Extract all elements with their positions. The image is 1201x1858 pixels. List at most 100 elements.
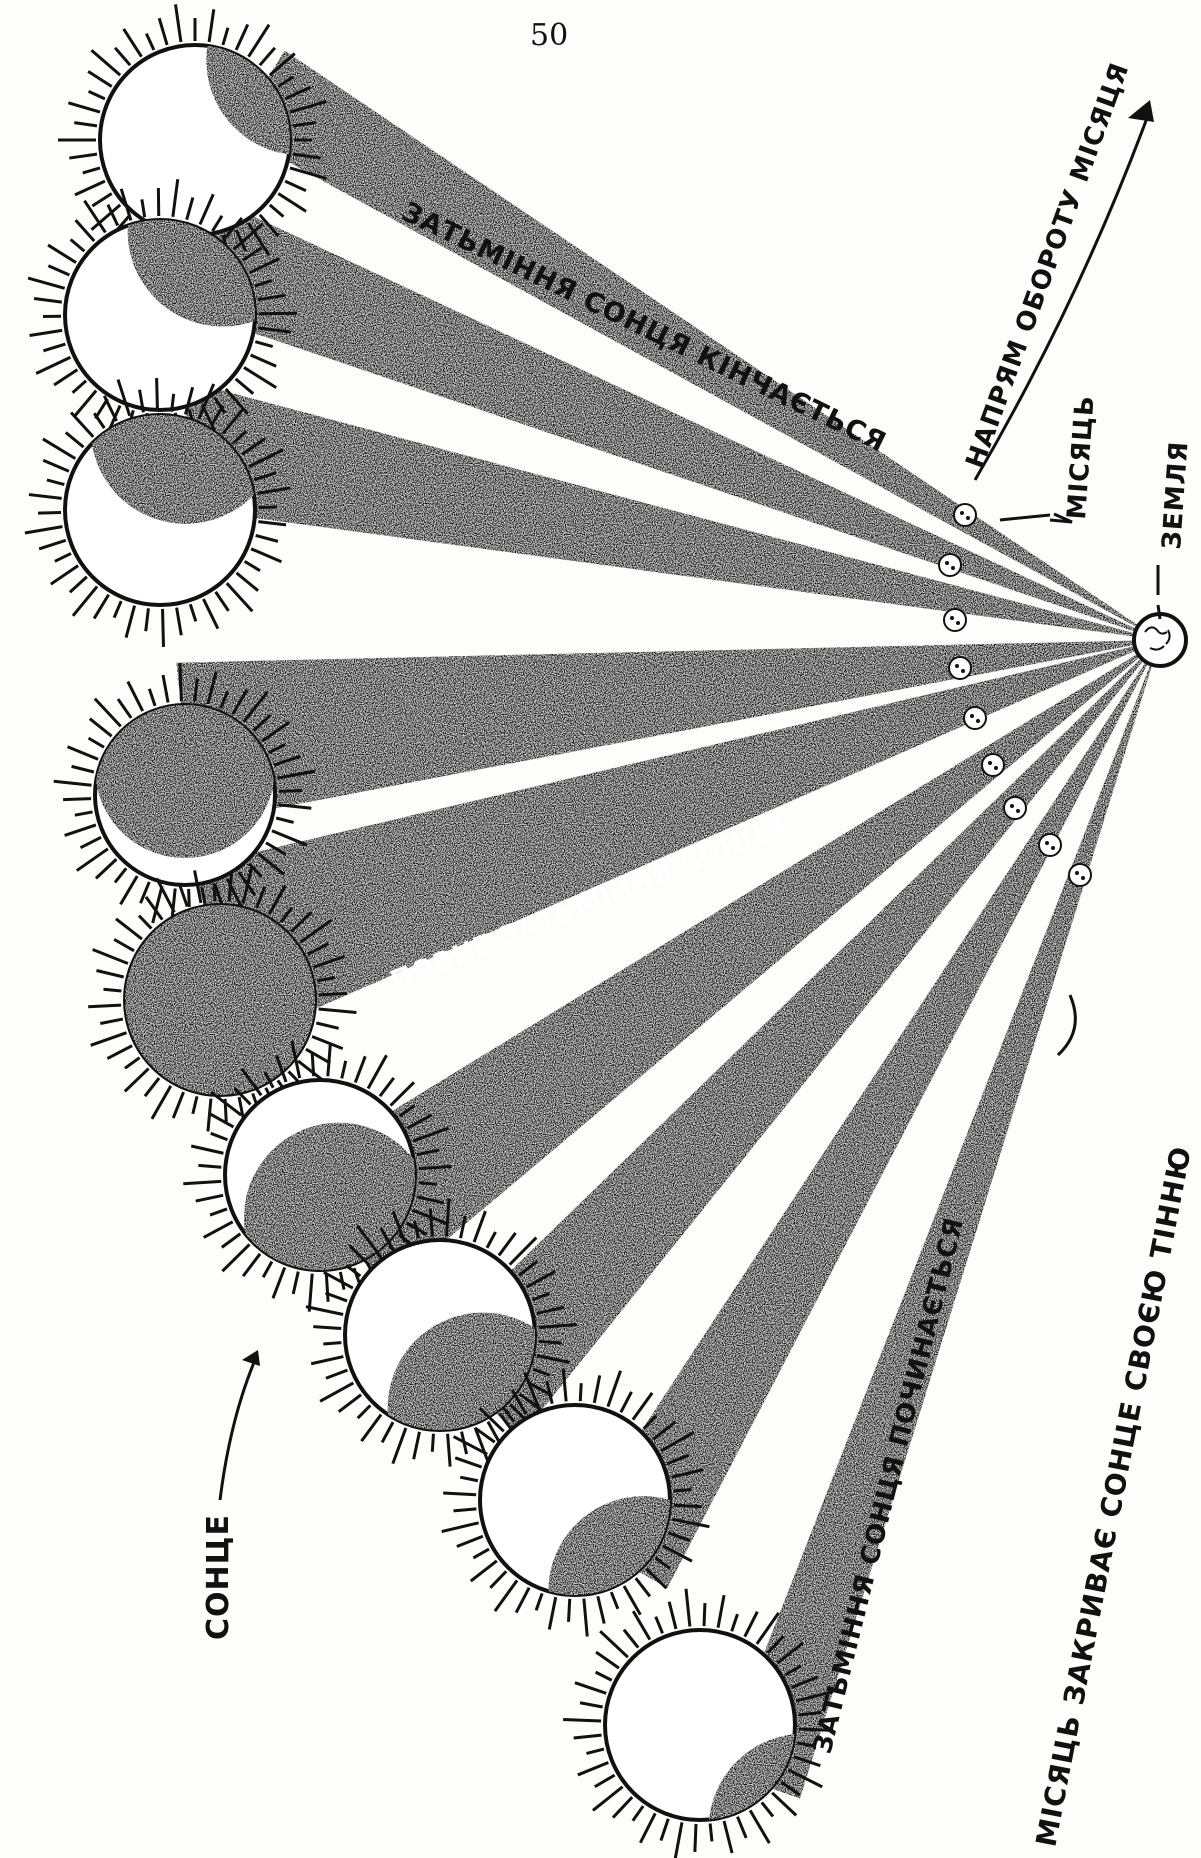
moon-crater xyxy=(1016,809,1020,813)
sun-ray xyxy=(718,1595,724,1627)
sun-ray xyxy=(724,1821,732,1853)
sun-ray xyxy=(118,699,131,718)
sun-ray xyxy=(473,1549,489,1558)
sun-ray xyxy=(569,1599,570,1622)
moon-crater xyxy=(1075,871,1079,875)
sun-ray xyxy=(312,1053,313,1076)
moon-crater xyxy=(988,761,992,765)
moon-1 xyxy=(954,504,976,526)
sun-ray xyxy=(732,1614,738,1631)
sun-ray xyxy=(163,609,164,647)
sun-ray xyxy=(89,738,105,747)
sun-ray xyxy=(76,220,95,241)
sun-ray xyxy=(68,747,99,760)
sun-ray xyxy=(750,1810,769,1843)
sun-ray xyxy=(94,595,109,619)
sun-ray xyxy=(474,1211,485,1242)
sun-ray xyxy=(38,513,61,514)
moon-crater xyxy=(1081,876,1085,880)
sun-ray xyxy=(273,1267,285,1298)
sun-ray xyxy=(419,1183,437,1184)
sun-ray xyxy=(471,1561,497,1581)
sun-ray xyxy=(157,378,158,411)
sun-ray xyxy=(115,48,130,65)
sun-ray xyxy=(419,1167,452,1169)
sun-ray xyxy=(159,18,167,45)
moon-9 xyxy=(1069,864,1091,886)
sun-ray xyxy=(358,1405,371,1418)
moon-crater xyxy=(1051,846,1055,850)
sun-ray xyxy=(772,1793,796,1816)
sun-ray xyxy=(656,1617,663,1634)
sun-ray xyxy=(198,1165,221,1167)
sun-ray xyxy=(34,299,62,303)
sun-ray xyxy=(74,123,97,126)
sun-ray xyxy=(306,1049,330,1063)
sun-ray xyxy=(285,181,306,191)
sun-ray xyxy=(65,825,96,836)
moon-crater xyxy=(950,616,954,620)
sun-ray xyxy=(745,1612,758,1637)
sun-ray xyxy=(674,1505,702,1506)
sun-ray xyxy=(90,719,112,737)
sun-ray xyxy=(346,1265,360,1276)
sun-ray xyxy=(63,799,91,800)
sun-3 xyxy=(25,334,290,647)
sun-ray xyxy=(71,240,85,252)
sun-ray xyxy=(393,1428,406,1464)
sun-ray xyxy=(222,1244,249,1271)
sun-ray xyxy=(276,818,293,822)
moon-disk xyxy=(954,504,976,526)
sun-ray xyxy=(163,675,168,703)
sun-ray xyxy=(124,29,142,57)
moon-disk xyxy=(1069,864,1091,886)
sun-ray xyxy=(91,50,120,75)
moon-disk xyxy=(939,554,961,576)
sun-ray xyxy=(89,91,105,98)
sun-ray xyxy=(191,1146,223,1153)
sun-ray xyxy=(139,916,151,929)
sun-ray xyxy=(326,1370,348,1378)
moon-disk xyxy=(1039,834,1061,856)
sun-ray xyxy=(125,1069,149,1092)
moon-crater xyxy=(951,566,955,570)
sun-ray xyxy=(73,381,86,393)
sun-ray xyxy=(251,549,281,562)
label-moon-direction: НАПРЯМ ОБОРОТУ МІСЯЦЯ xyxy=(960,59,1135,473)
moon-7 xyxy=(1004,797,1026,819)
moon-crater xyxy=(970,714,974,718)
sun-ray xyxy=(279,791,302,792)
sun-ray xyxy=(326,1274,328,1302)
sun-ray xyxy=(539,1342,562,1344)
sun-ray xyxy=(126,606,134,638)
sun-ray xyxy=(355,1056,365,1082)
sun-ray xyxy=(319,994,347,995)
sun-ray xyxy=(83,168,100,173)
sun-ray xyxy=(209,1113,233,1127)
sun-ray xyxy=(244,367,276,387)
moon-4 xyxy=(949,657,971,679)
sun-ray xyxy=(236,24,248,49)
sun-ray xyxy=(173,1092,183,1118)
sun-ray xyxy=(457,1536,483,1546)
moon-6 xyxy=(982,754,1004,776)
sun-ray xyxy=(177,608,182,636)
label-earth: ЗЕМЛЯ xyxy=(1157,440,1195,551)
sun-ray xyxy=(103,989,121,991)
sun-ray xyxy=(149,689,155,706)
sun-ray xyxy=(633,1393,652,1420)
sun-ray xyxy=(311,1357,343,1364)
sun-ray xyxy=(563,1719,601,1721)
moon-crater xyxy=(955,664,959,668)
sun-ray xyxy=(710,1823,712,1841)
sun-ray xyxy=(55,553,71,561)
sun-ray xyxy=(146,34,153,50)
label-moon: МІСЯЦЬ xyxy=(1062,394,1101,520)
sun-ray xyxy=(66,432,84,447)
sun-ray xyxy=(613,1797,632,1817)
sun-ray xyxy=(81,837,102,847)
sun-ray xyxy=(196,1195,223,1201)
sun-ray xyxy=(255,342,272,347)
